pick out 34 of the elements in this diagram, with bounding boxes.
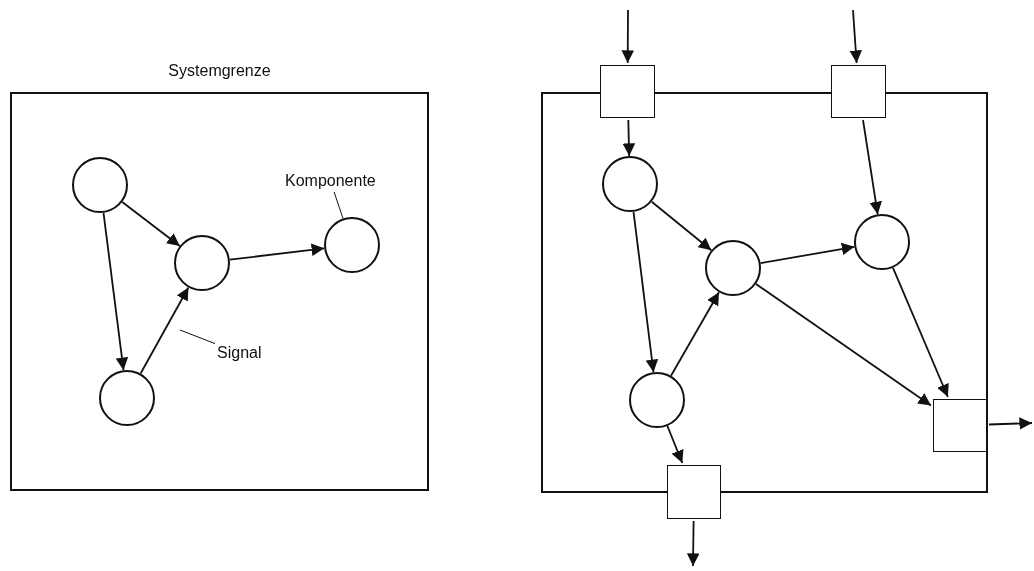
- annotation-text: Signal: [217, 344, 262, 362]
- arrow: [139, 286, 190, 375]
- annotation-text: Komponente: [285, 172, 376, 190]
- arrow: [862, 119, 882, 216]
- leader-line: [179, 329, 216, 345]
- arrow: [622, 119, 636, 157]
- port-box: [600, 65, 655, 118]
- boundary-title: Systemgrenze: [167, 62, 272, 80]
- component-circle: [602, 156, 658, 212]
- component-circle: [854, 214, 910, 270]
- arrow: [755, 283, 932, 407]
- arrow: [121, 201, 181, 247]
- component-circle: [99, 370, 155, 426]
- arrow: [686, 520, 700, 567]
- arrow: [892, 266, 949, 398]
- arrow: [849, 9, 863, 64]
- arrow: [650, 200, 713, 252]
- component-circle: [72, 157, 128, 213]
- arrow: [621, 9, 635, 64]
- port-box: [933, 399, 987, 452]
- component-circle: [705, 240, 761, 296]
- arrow: [102, 211, 129, 372]
- arrow: [988, 417, 1033, 430]
- arrow: [666, 425, 684, 464]
- leader-line: [333, 191, 344, 219]
- component-circle: [324, 217, 380, 273]
- arrow: [632, 210, 659, 374]
- port-box: [831, 65, 886, 118]
- arrow: [670, 291, 720, 377]
- arrow: [759, 242, 856, 265]
- arrow: [228, 243, 326, 261]
- port-box: [667, 465, 721, 519]
- component-circle: [629, 372, 685, 428]
- component-circle: [174, 235, 230, 291]
